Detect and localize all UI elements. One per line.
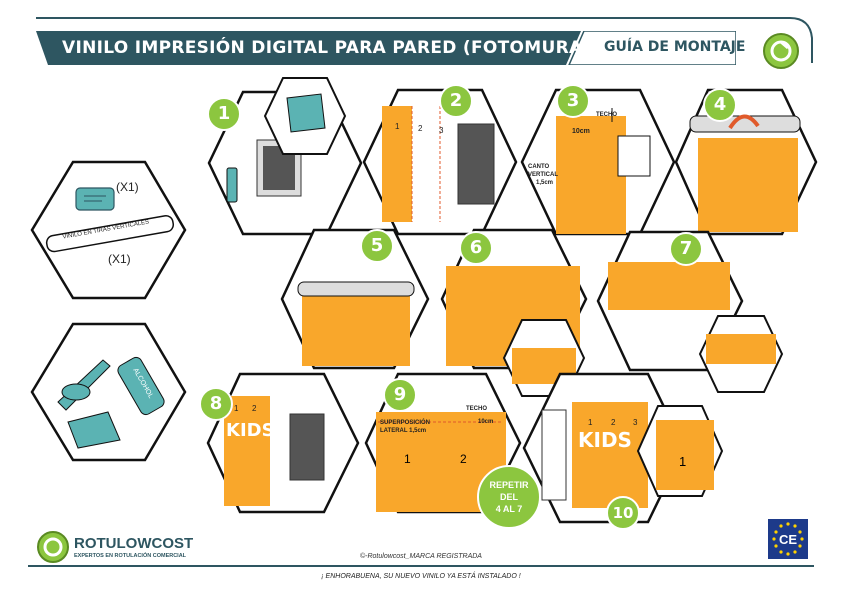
ce-eu-icon: CE (768, 519, 808, 559)
card-count: (X1) (116, 180, 139, 194)
step-4-number: 4 (713, 94, 727, 115)
header-bar (36, 31, 736, 65)
step-10-zoom-strip: 1 (679, 454, 687, 469)
step-3-number: 3 (566, 90, 580, 111)
materials-hexagon (30, 160, 187, 300)
brand-name: ROTULOWCOST (74, 535, 194, 552)
svg-text:CE: CE (779, 532, 797, 547)
step-7-badge: 7 (669, 232, 703, 266)
step-2-badge: 2 (439, 84, 473, 118)
step-10-hexagon (522, 372, 686, 524)
step-3-canto: CANTO (528, 164, 550, 170)
step-3-techo: TECHO (596, 112, 617, 118)
step-8-hexagon (206, 372, 360, 514)
step-6-badge: 6 (459, 231, 493, 265)
step-9-number: 9 (393, 384, 407, 405)
step-5-hexagon (280, 228, 430, 370)
step-8-strip-2: 2 (252, 404, 257, 413)
step-9-techo: TECHO (466, 406, 487, 412)
step-9-strip-1: 1 (404, 452, 411, 466)
step-3-vertical: VERTICAL (528, 172, 558, 178)
step-10-zoom-hexagon (636, 405, 724, 497)
step-3-margin: 1,5cm (536, 180, 554, 186)
step-2-hexagon (362, 88, 518, 236)
logo-badge-icon (763, 33, 799, 69)
step-2-strip-3: 3 (439, 126, 444, 135)
step-9-strip-2: 2 (460, 452, 467, 466)
step-7-number: 7 (679, 238, 693, 259)
copyright: ©-Rotulowcost_MARCA REGISTRADA (360, 553, 482, 560)
step-2-strip-1: 1 (395, 122, 400, 131)
brand-tagline: EXPERTOS EN ROTULACIÓN COMERCIAL (74, 553, 187, 559)
step-10-strip-2: 2 (611, 418, 616, 427)
repeat-line-2: DEL (500, 492, 518, 502)
step-5-number: 5 (370, 235, 384, 256)
step-1-badge: 1 (207, 97, 241, 131)
step-4-hexagon (674, 88, 818, 236)
step-10-strip-1: 1 (588, 418, 593, 427)
brand-logo-icon (37, 531, 69, 563)
step-8-badge: 8 (199, 387, 233, 421)
step-2-strip-2: 2 (418, 124, 423, 133)
step-10-number: 10 (612, 504, 634, 522)
step-10-badge: 10 (606, 496, 640, 530)
step-3-badge: 3 (556, 84, 590, 118)
step-4-badge: 4 (703, 88, 737, 122)
repeat-line-1: REPETIR (489, 480, 529, 490)
step-9-overlap-2: LATERAL 1,5cm (380, 428, 427, 434)
step-6-number: 6 (469, 237, 483, 258)
step-10-kids: KIDS (578, 428, 632, 452)
step-10-strip-3: 3 (633, 418, 638, 427)
page-title: VINILO IMPRESIÓN DIGITAL PARA PARED (FOT… (62, 38, 602, 58)
repeat-line-3: 4 AL 7 (495, 504, 523, 514)
step-5-badge: 5 (360, 229, 394, 263)
step-3-distance: 10cm (572, 128, 590, 135)
step-3-hexagon (520, 88, 676, 236)
step-2-number: 2 (449, 90, 463, 111)
step-8-number: 8 (209, 393, 223, 414)
step-1-number: 1 (217, 103, 231, 124)
step-1-zoom-hexagon (263, 77, 347, 155)
footer-message: ¡ ENHORABUENA, SU NUEVO VINILO YA ESTÁ I… (321, 573, 521, 580)
repeat-circle (477, 465, 541, 529)
roll-count: (X1) (108, 252, 131, 266)
guide-title: GUÍA DE MONTAJE (604, 39, 746, 55)
step-8-kids: KIDS (226, 420, 275, 441)
step-9-badge: 9 (383, 378, 417, 412)
tools-hexagon (30, 322, 187, 462)
step-7-zoom-hexagon (698, 315, 784, 393)
step-9-distance: 10cm (478, 419, 494, 425)
step-8-strip-1: 1 (234, 404, 239, 413)
step-9-overlap-1: SUPERPOSICIÓN (380, 420, 431, 426)
